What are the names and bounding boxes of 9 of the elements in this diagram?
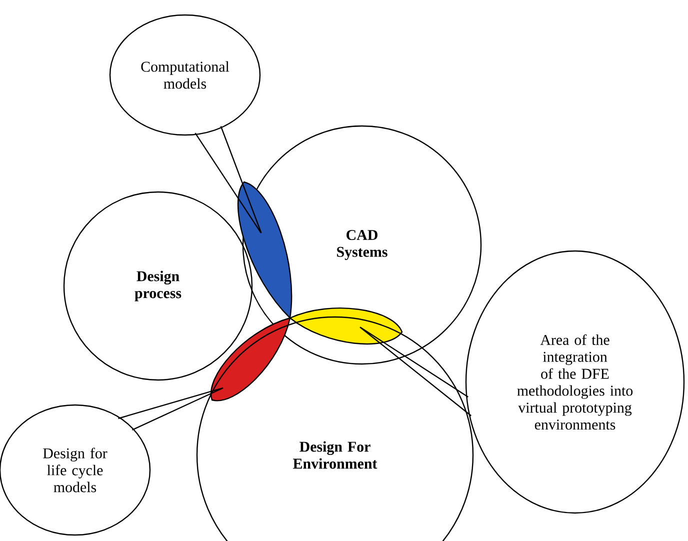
petal-shape	[289, 308, 403, 345]
petal-shape	[210, 317, 291, 402]
callout-tail	[194, 126, 262, 234]
speech-bubble: Area of the integration of the DFE methodologies into virtual prototyping environments	[465, 250, 685, 514]
petal-shape	[237, 181, 292, 319]
callout-tail	[118, 387, 224, 431]
speech-bubble: Design for life cycle models	[0, 404, 151, 536]
callout-tail	[359, 326, 472, 416]
speech-bubble: Computational models	[109, 14, 261, 136]
